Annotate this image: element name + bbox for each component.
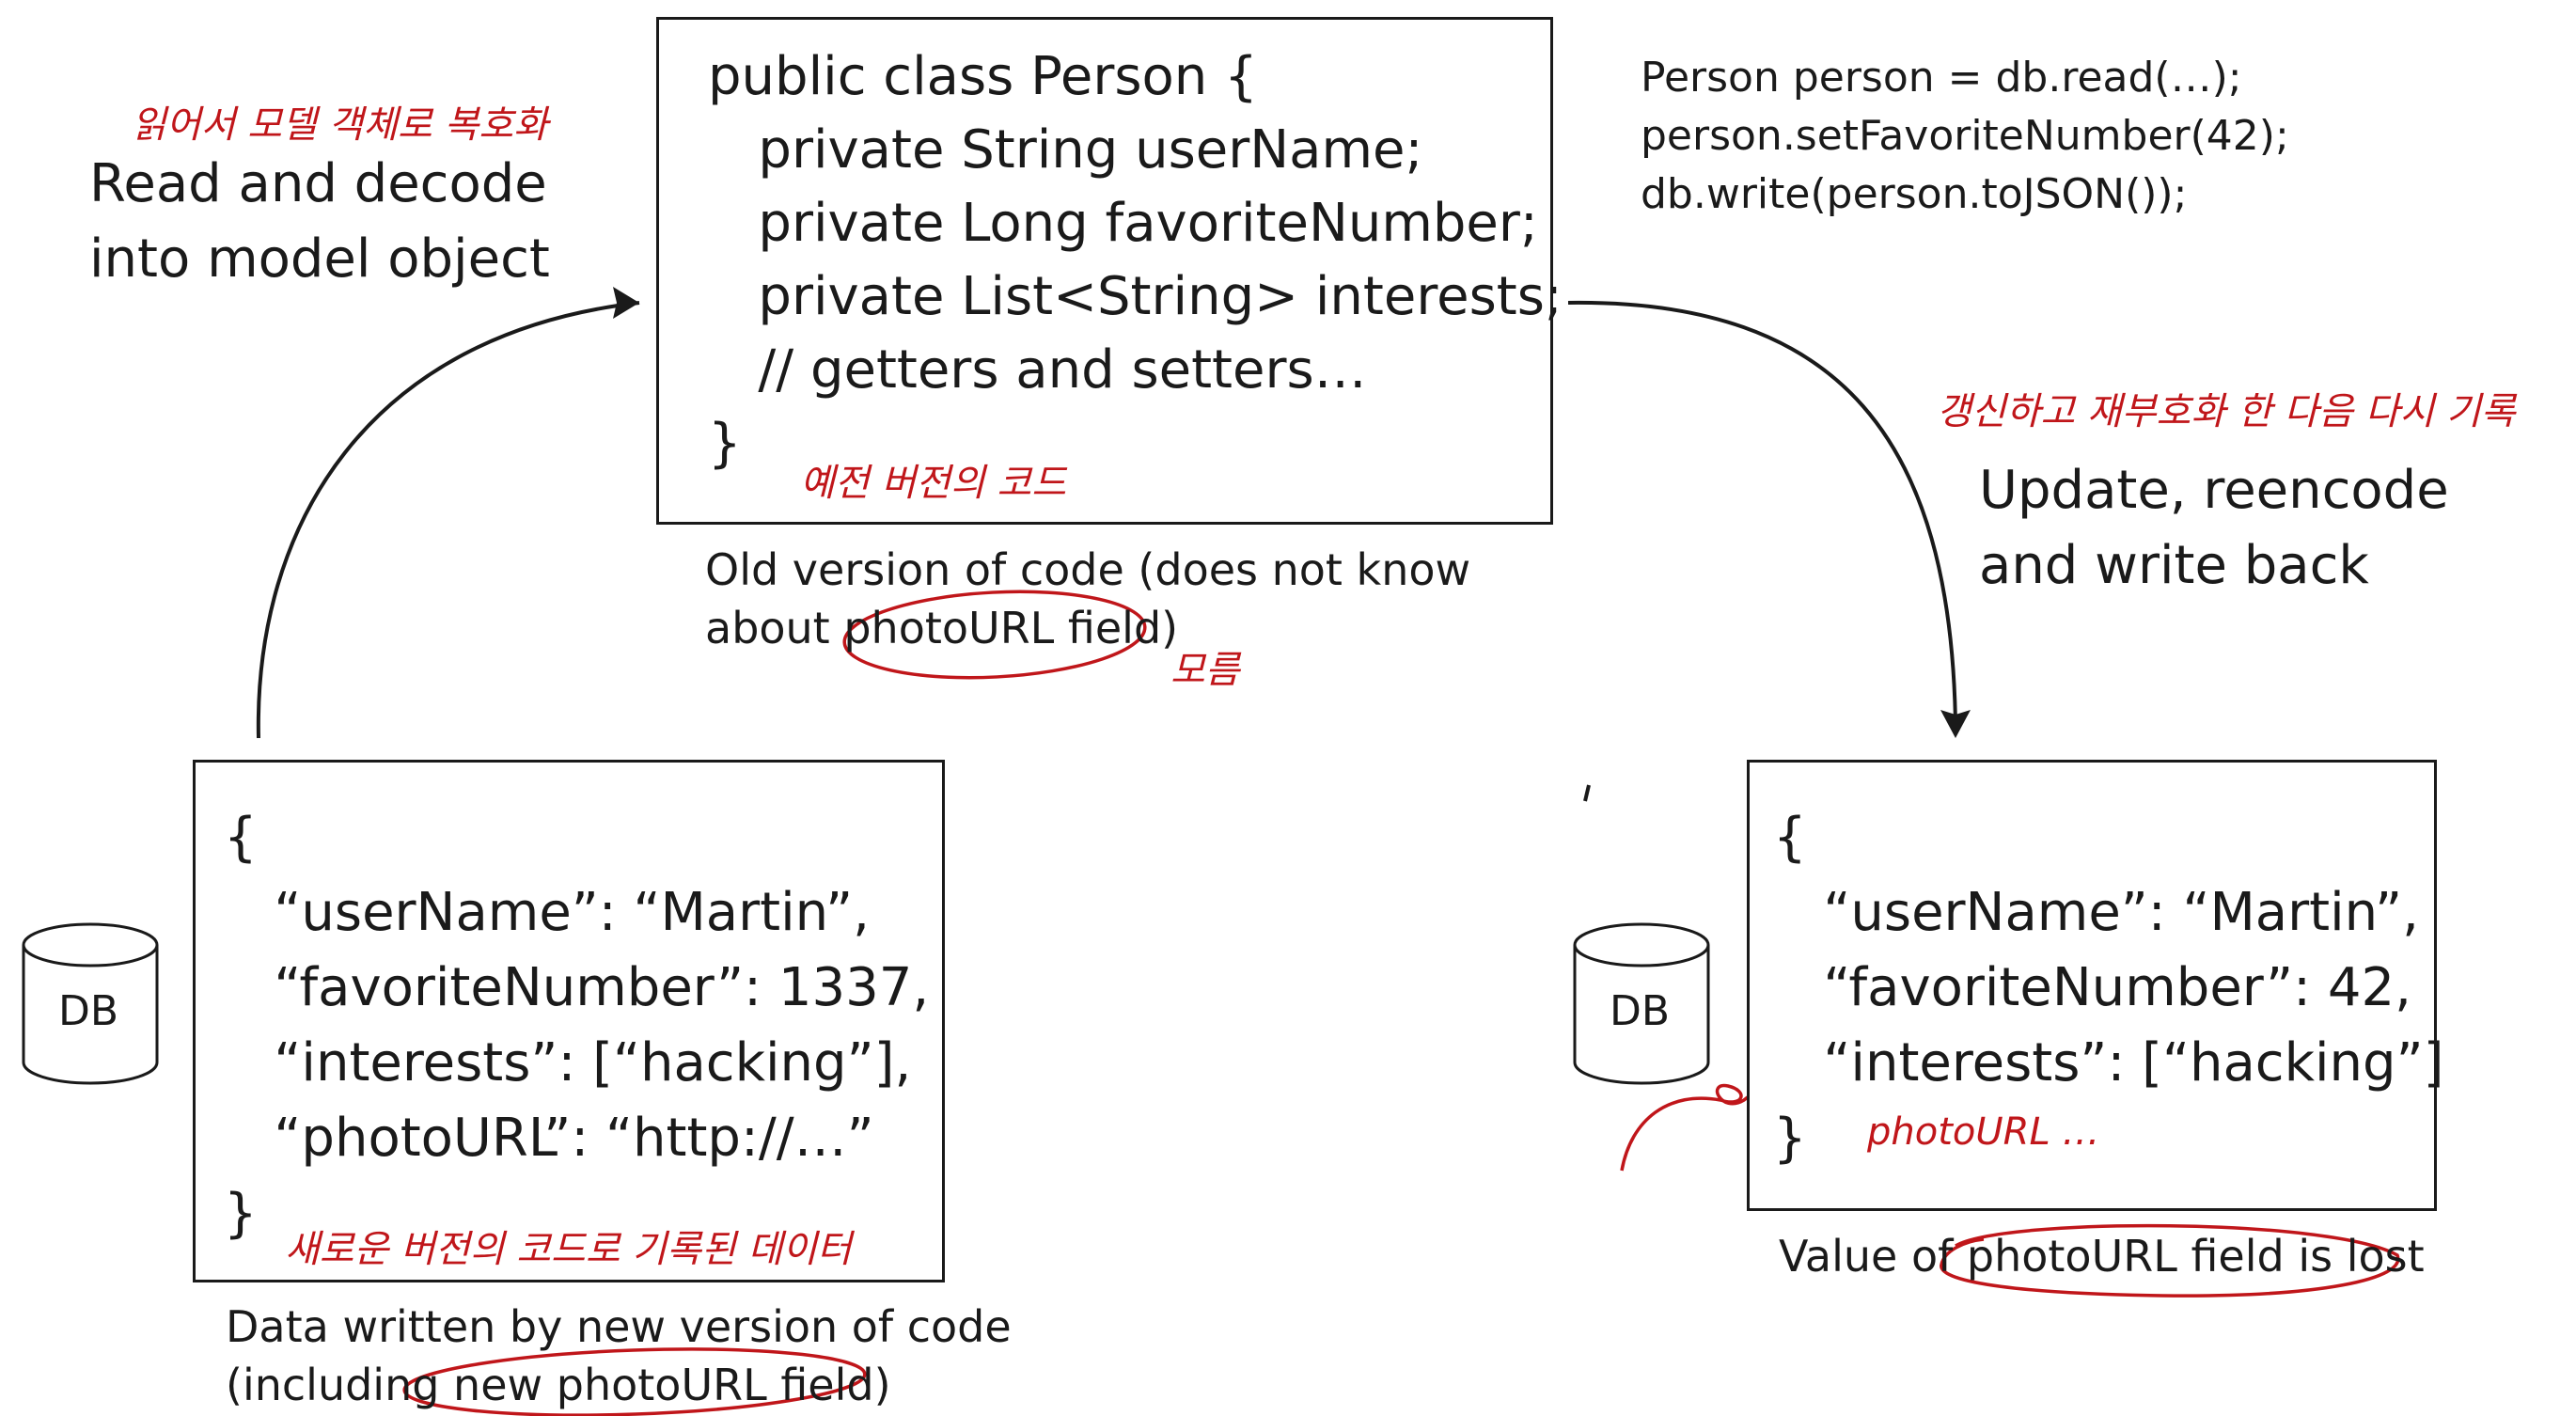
caption-line: (including new photoURL field) (226, 1360, 891, 1410)
snippet-line: Person person = db.read(…); (1641, 54, 2242, 102)
update-label: Update, reencode and write back (1979, 453, 2449, 604)
json-line: “userName”: “Martin”, (1773, 882, 2419, 943)
json-line: “favoriteNumber”: 1337, (224, 957, 930, 1018)
lost-data-note: photoURL … (1867, 1110, 2100, 1154)
json-line: “photoURL”: “http://…” (224, 1108, 874, 1169)
lost-data-caption: Value of photoURL field is lost (1779, 1231, 2425, 1282)
json-line: “interests”: [“hacking”], (224, 1032, 912, 1093)
json-line: “favoriteNumber”: 42, (1773, 957, 2411, 1018)
json-line: “interests”: [“hacking”] (1773, 1032, 2444, 1093)
old-code-note: 예전 버전의 코드 (800, 462, 1067, 505)
code-line: } (708, 413, 742, 474)
right-db-label: DB (1610, 987, 1671, 1035)
old-code-box: public class Person { private String use… (656, 17, 1563, 525)
code-line: private String userName; (708, 119, 1423, 181)
old-code-caption: Old version of code (does not know about… (705, 541, 1470, 657)
left-db-icon (22, 922, 159, 1085)
update-label-line: and write back (1979, 535, 2369, 596)
old-code-lines: public class Person { private String use… (708, 40, 1563, 480)
update-code-snippet: Person person = db.read(…); person.setFa… (1641, 49, 2289, 224)
new-data-note: 새로운 버전의 코드로 기록된 데이터 (285, 1228, 852, 1271)
code-line: // getters and setters… (708, 339, 1367, 401)
json-line: “userName”: “Martin”, (224, 882, 870, 943)
caption-line: Data written by new version of code (226, 1301, 1012, 1352)
new-data-caption: Data written by new version of code (inc… (226, 1298, 1012, 1414)
read-note: 읽어서 모델 객체로 복호화 (132, 103, 548, 147)
left-db-label: DB (58, 987, 119, 1035)
read-arrowhead (613, 287, 639, 319)
code-line: private List<String> interests; (708, 266, 1563, 327)
write-arrowhead (1940, 710, 1971, 738)
update-note: 갱신하고 재부호화 한 다음 다시 기록 (1937, 390, 2516, 433)
update-label-line: Update, reencode (1979, 460, 2449, 521)
right-db-icon (1573, 922, 1710, 1085)
json-line: } (224, 1183, 258, 1244)
json-line: { (1773, 807, 1807, 868)
lost-data-box: { “userName”: “Martin”, “favoriteNumber”… (1747, 760, 2443, 1211)
snippet-line: person.setFavoriteNumber(42); (1641, 112, 2289, 160)
code-line: public class Person { (708, 46, 1258, 107)
json-line: { (224, 807, 258, 868)
read-label: Read and decode into model object (89, 147, 550, 297)
caption-line: Old version of code (does not know (705, 544, 1471, 595)
write-arrow (1567, 300, 1957, 725)
new-data-lines: { “userName”: “Martin”, “favoriteNumber”… (224, 800, 929, 1251)
read-arrow (256, 301, 640, 739)
code-line: private Long favoriteNumber; (708, 193, 1538, 254)
snippet-line: db.write(person.toJSON()); (1641, 170, 2188, 218)
read-label-line: Read and decode (89, 153, 547, 214)
circle-photourl-left-caption (402, 1347, 867, 1416)
old-code-caption-note: 모름 (1170, 649, 1240, 692)
new-data-box: { “userName”: “Martin”, “favoriteNumber”… (193, 760, 945, 1282)
json-line: } (1773, 1108, 1807, 1169)
circle-photourl-lost (1940, 1223, 2400, 1298)
read-label-line: into model object (89, 228, 550, 290)
caption-line: about photoURL field) (705, 603, 1179, 653)
circle-photourl-old-caption (842, 590, 1147, 680)
lost-data-lines: { “userName”: “Martin”, “favoriteNumber”… (1773, 800, 2443, 1176)
stray-mark (1583, 784, 1591, 802)
